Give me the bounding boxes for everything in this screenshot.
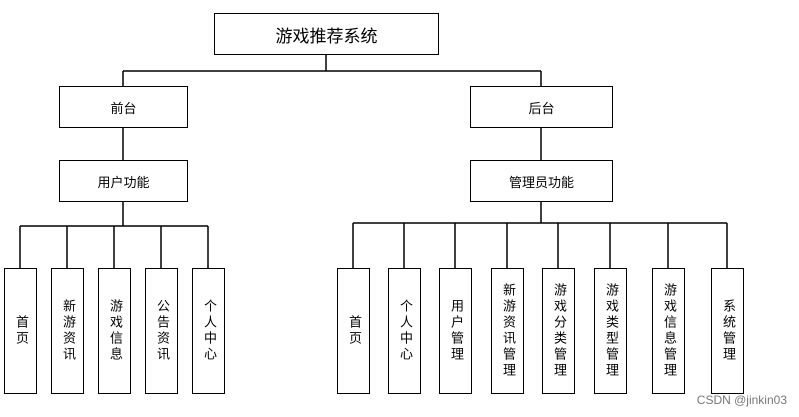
admin-function-label: 管理员功能 (508, 175, 574, 191)
backend-module-label: 系统管理 (720, 299, 735, 363)
backend-module-label: 游戏类型管理 (603, 283, 618, 379)
backend-module: 用户管理 (439, 268, 472, 394)
frontend-module-label: 公告资讯 (154, 299, 169, 363)
root-node: 游戏推荐系统 (214, 13, 439, 55)
frontend-module: 首页 (4, 268, 37, 394)
backend-node: 后台 (470, 86, 613, 128)
backend-module: 游戏分类管理 (542, 268, 575, 394)
frontend-node: 前台 (59, 86, 188, 128)
root-label: 游戏推荐系统 (275, 26, 378, 47)
backend-module: 系统管理 (711, 268, 744, 394)
backend-module-label: 用户管理 (448, 299, 463, 363)
backend-module: 游戏信息管理 (652, 268, 685, 394)
frontend-label: 前台 (110, 101, 137, 117)
watermark-text: CSDN @jinkin03 (696, 393, 787, 407)
backend-module-label: 游戏信息管理 (661, 283, 676, 379)
frontend-module-label: 游戏信息 (107, 299, 122, 363)
frontend-module: 游戏信息 (98, 268, 131, 394)
backend-module-label: 游戏分类管理 (551, 283, 566, 379)
backend-module-label: 新游资讯管理 (500, 283, 515, 379)
admin-function-node: 管理员功能 (470, 160, 613, 202)
frontend-module-label: 新游资讯 (60, 299, 75, 363)
frontend-module: 个人中心 (192, 268, 225, 394)
backend-module: 个人中心 (388, 268, 421, 394)
frontend-module-label: 首页 (13, 315, 28, 347)
user-function-label: 用户功能 (97, 175, 150, 191)
backend-module-label: 首页 (346, 315, 361, 347)
backend-module-label: 个人中心 (397, 299, 412, 363)
backend-module: 游戏类型管理 (594, 268, 627, 394)
backend-label: 后台 (528, 101, 555, 117)
user-function-node: 用户功能 (59, 160, 188, 202)
frontend-module-label: 个人中心 (201, 299, 216, 363)
backend-module: 新游资讯管理 (491, 268, 524, 394)
frontend-module: 公告资讯 (145, 268, 178, 394)
frontend-module: 新游资讯 (51, 268, 84, 394)
backend-module: 首页 (337, 268, 370, 394)
